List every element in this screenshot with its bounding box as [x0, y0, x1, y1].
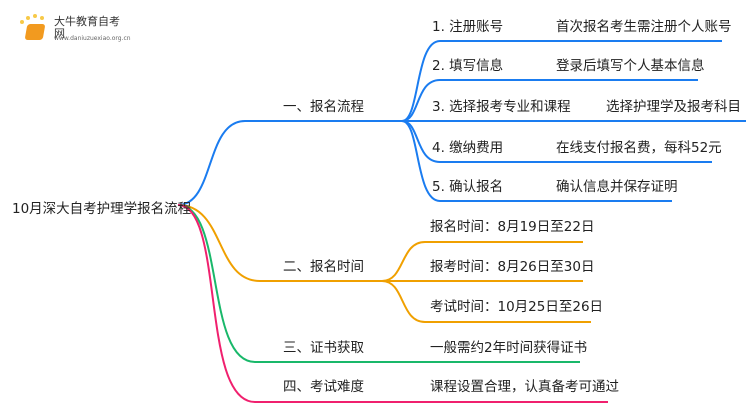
branch-4-line	[177, 204, 608, 403]
logo-dots-icon	[20, 14, 50, 24]
branch-2-lines	[177, 204, 591, 323]
logo: 大牛教育自考网 www.daniuzuexiao.org.cn	[18, 14, 131, 48]
logo-name: 大牛教育自考网	[54, 15, 120, 40]
branch-registration-process: 一、报名流程	[283, 99, 364, 115]
branch-certificate: 三、证书获取	[283, 340, 364, 356]
branch-1-lines	[177, 40, 746, 206]
step-detail: 确认信息并保存证明	[556, 179, 678, 195]
step-detail: 首次报名考生需注册个人账号	[556, 19, 732, 35]
time-item: 报名时间：8月19日至22日	[430, 219, 595, 235]
step-label: 4. 缴纳费用	[432, 140, 504, 156]
branch-registration-time: 二、报名时间	[283, 259, 364, 275]
step-label: 3. 选择报考专业和课程	[432, 99, 571, 115]
step-detail: 选择护理学及报考科目	[606, 99, 741, 115]
branch-difficulty: 四、考试难度	[283, 379, 364, 395]
step-label: 1. 注册账号	[432, 19, 504, 35]
difficulty-item: 课程设置合理，认真备考可通过	[430, 379, 619, 395]
branch-3-line	[177, 204, 580, 363]
logo-url: www.daniuzuexiao.org.cn	[54, 35, 131, 42]
step-label: 5. 确认报名	[432, 179, 504, 195]
root-topic: 10月深大自考护理学报名流程	[12, 201, 192, 217]
certificate-item: 一般需约2年时间获得证书	[430, 340, 588, 356]
time-item: 考试时间：10月25日至26日	[430, 299, 604, 315]
step-detail: 在线支付报名费，每科52元	[556, 140, 722, 156]
step-label: 2. 填写信息	[432, 58, 504, 74]
time-item: 报考时间：8月26日至30日	[430, 259, 595, 275]
step-detail: 登录后填写个人基本信息	[556, 58, 705, 74]
